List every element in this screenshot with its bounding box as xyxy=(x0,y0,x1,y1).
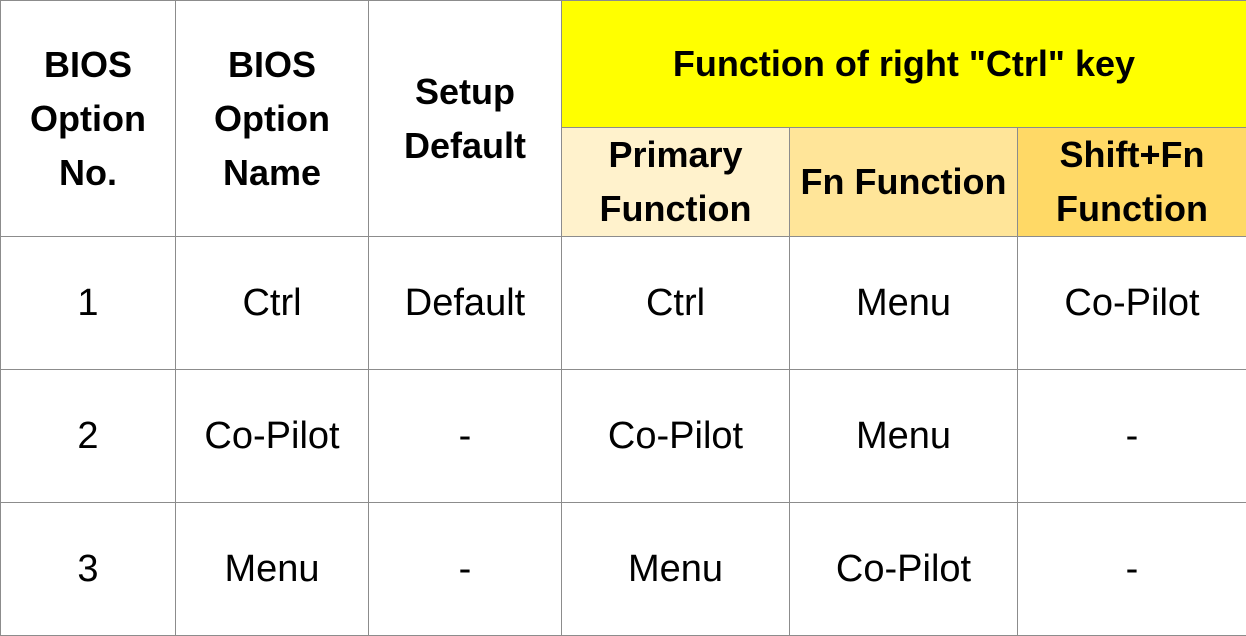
cell-setup-default: - xyxy=(368,502,562,636)
header-option-name: BIOS Option Name xyxy=(175,0,369,237)
cell-fn-function: Menu xyxy=(789,369,1018,503)
cell-option-name: Co-Pilot xyxy=(175,369,369,503)
cell-option-no: 3 xyxy=(0,502,176,636)
header-option-no: BIOS Option No. xyxy=(0,0,176,237)
cell-primary-function: Ctrl xyxy=(561,236,790,370)
cell-fn-function: Menu xyxy=(789,236,1018,370)
cell-option-name: Menu xyxy=(175,502,369,636)
header-fn-function: Fn Function xyxy=(789,127,1018,237)
cell-option-no: 1 xyxy=(0,236,176,370)
header-primary-function: Primary Function xyxy=(561,127,790,237)
header-setup-default: Setup Default xyxy=(368,0,562,237)
table-row: 1 Ctrl Default Ctrl Menu Co-Pilot xyxy=(0,236,1246,370)
header-right-ctrl-function-group: Function of right "Ctrl" key xyxy=(561,0,1246,128)
cell-shift-fn-function: - xyxy=(1017,369,1246,503)
cell-shift-fn-function: - xyxy=(1017,502,1246,636)
cell-option-no: 2 xyxy=(0,369,176,503)
cell-setup-default: Default xyxy=(368,236,562,370)
cell-primary-function: Menu xyxy=(561,502,790,636)
cell-setup-default: - xyxy=(368,369,562,503)
table-row: 3 Menu - Menu Co-Pilot - xyxy=(0,502,1246,636)
cell-fn-function: Co-Pilot xyxy=(789,502,1018,636)
cell-shift-fn-function: Co-Pilot xyxy=(1017,236,1246,370)
header-shift-fn-function: Shift+Fn Function xyxy=(1017,127,1246,237)
table-row: 2 Co-Pilot - Co-Pilot Menu - xyxy=(0,369,1246,503)
cell-option-name: Ctrl xyxy=(175,236,369,370)
cell-primary-function: Co-Pilot xyxy=(561,369,790,503)
